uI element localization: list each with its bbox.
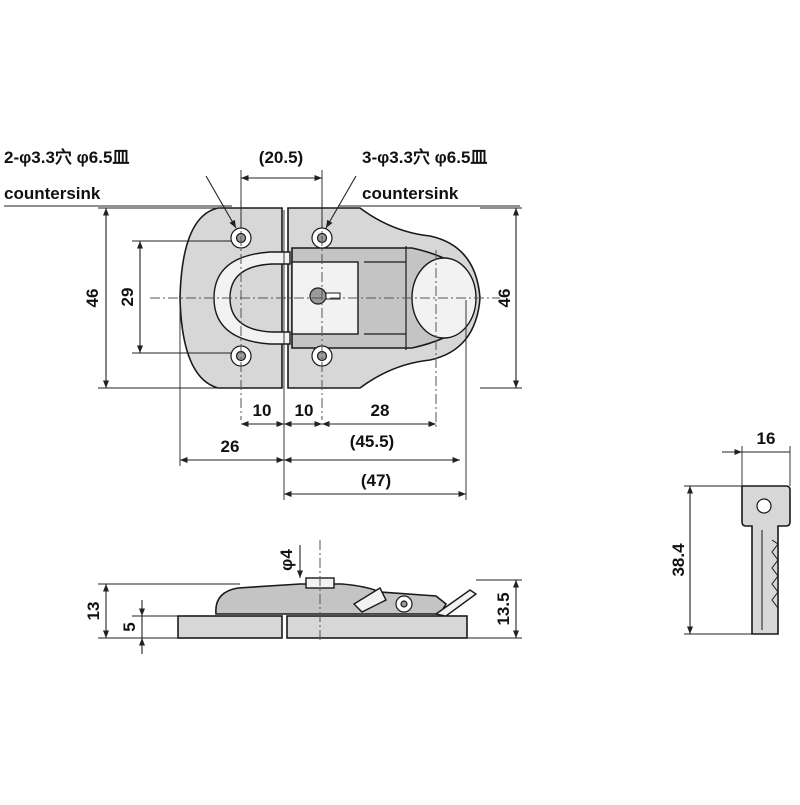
key-hole (756, 498, 772, 514)
hole-callouts: 2-φ3.3穴 φ6.5皿 countersink 3-φ3.3穴 φ6.5皿 … (4, 147, 520, 229)
dim-29: 29 (118, 288, 137, 307)
key-dimensions: 16 38.4 (669, 429, 791, 635)
dim-45-5: (45.5) (350, 432, 394, 451)
dim-5: 5 (120, 622, 139, 631)
draw-loop (213, 251, 291, 345)
dim-10-b: 10 (295, 401, 314, 420)
lock-cylinder (309, 287, 327, 305)
key-body (741, 485, 791, 635)
dim-13: 13 (84, 602, 103, 621)
dim-46-right: 46 (495, 289, 514, 308)
left-countersink-label: countersink (4, 184, 101, 203)
dim-10-a: 10 (253, 401, 272, 420)
dim-38-4: 38.4 (669, 543, 688, 577)
dim-16: 16 (757, 429, 776, 448)
dim-20-5: (20.5) (259, 148, 303, 167)
latch-side-view (177, 540, 478, 640)
side-base-left (177, 615, 283, 639)
top-view-dimensions: (20.5) 46 29 46 10 10 28 26 (45.5) (47 (83, 148, 522, 500)
dim-47: (47) (361, 471, 391, 490)
right-countersink-label: countersink (362, 184, 459, 203)
key-slot (325, 292, 341, 300)
side-view-dimensions: φ4 13 5 13.5 (84, 545, 522, 654)
dim-phi4: φ4 (277, 549, 296, 571)
latch-top-view (150, 200, 500, 430)
key-view (741, 485, 791, 635)
right-hole-spec-label: 3-φ3.3穴 φ6.5皿 (362, 147, 487, 167)
dim-26: 26 (221, 437, 240, 456)
dim-46-left: 46 (83, 289, 102, 308)
side-base-right (286, 615, 468, 639)
dim-13-5: 13.5 (494, 592, 513, 625)
left-hole-spec-label: 2-φ3.3穴 φ6.5皿 (4, 147, 129, 167)
dim-28: 28 (371, 401, 390, 420)
side-hook-tab (434, 589, 478, 617)
